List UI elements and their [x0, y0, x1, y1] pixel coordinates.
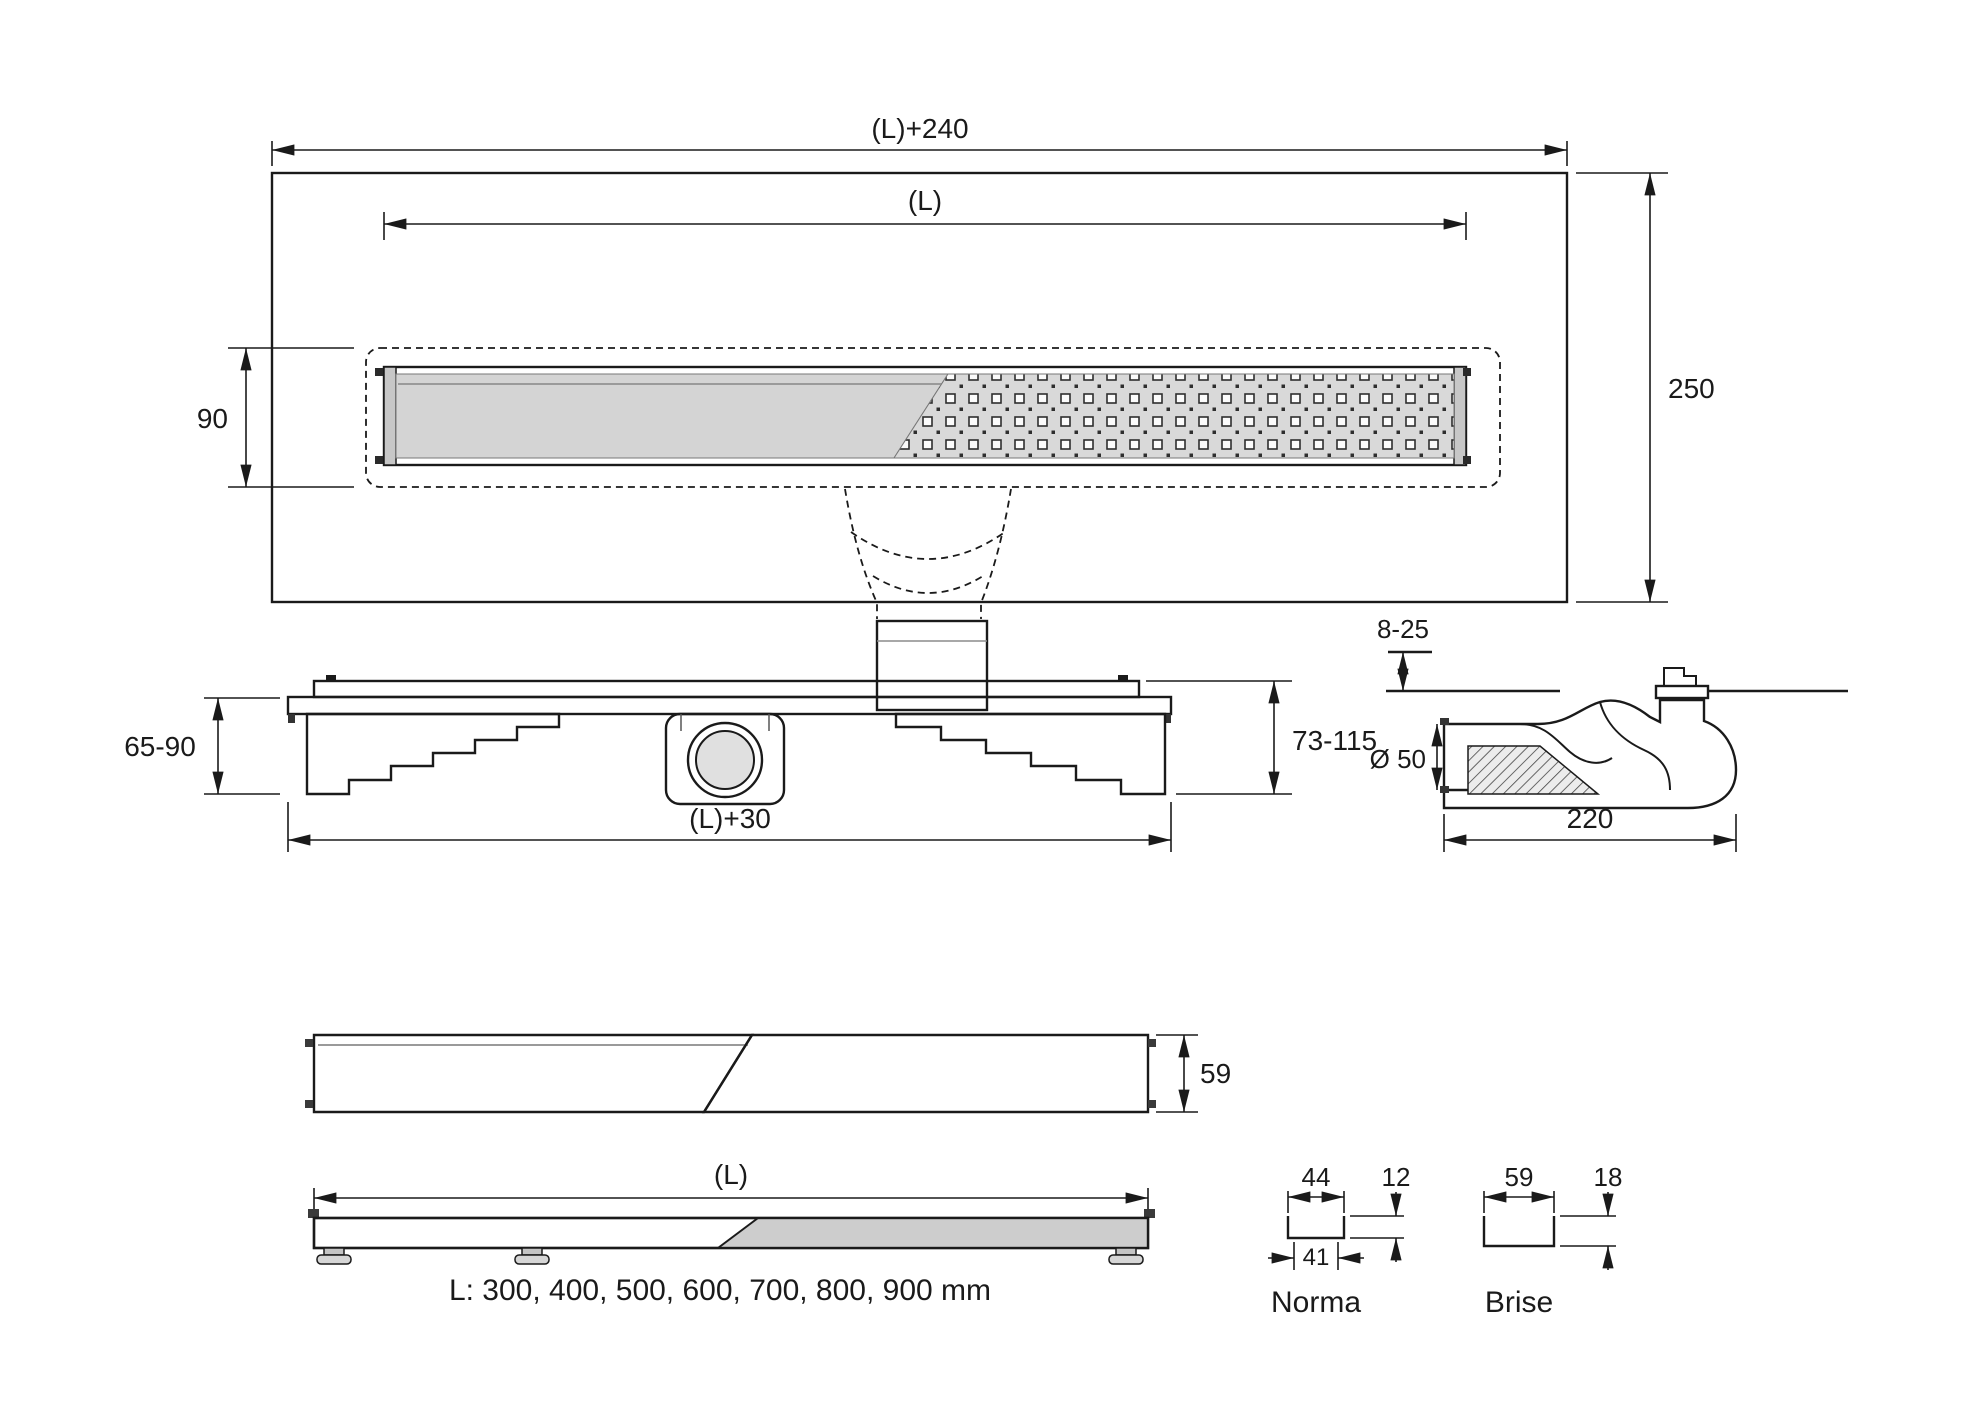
section-view: 8-25 Ø 50 220: [1370, 614, 1848, 852]
brise-width-label: 59: [1505, 1162, 1534, 1192]
drain-funnel: [844, 488, 1012, 712]
brise-height-label: 18: [1594, 1162, 1623, 1192]
grate-perforated-section: [893, 373, 1455, 459]
fixing-clip: [1463, 368, 1471, 376]
norma-name: Norma: [1271, 1286, 1361, 1319]
outlet-stub-hook: [1663, 667, 1697, 686]
dim-flange-length: (L)+30: [287, 802, 1172, 852]
adjustable-foot: [1108, 1247, 1144, 1265]
dim-grate-length-label: (L): [908, 185, 942, 216]
top-view: (L)+240 250 (L) 90: [197, 113, 1715, 712]
dim-grate-height-label: 59: [1200, 1058, 1231, 1089]
dim-install-height-label: 65-90: [124, 731, 196, 762]
available-lengths-note: L: 300, 400, 500, 600, 700, 800, 900 mm: [449, 1274, 991, 1307]
dim-install-height: 65-90: [124, 697, 280, 795]
dim-total-width: (L)+240: [271, 113, 1568, 166]
drain-channel: [375, 365, 1471, 467]
base-view: (L) L: 300, 400, 500, 600, 700, 800, 900…: [308, 1159, 1155, 1307]
dim-total-width-label: (L)+240: [871, 113, 968, 144]
dim-overall-height: 73-115: [1146, 680, 1377, 795]
norma-height-label: 12: [1382, 1162, 1411, 1192]
adjustable-foot: [514, 1247, 550, 1265]
cutout-outline: [365, 347, 1501, 488]
profile-brise: 59 18 Brise: [1482, 1162, 1623, 1319]
side-view: 65-90 73-115 (L)+30: [124, 675, 1377, 852]
flange-end-tab: [288, 714, 295, 723]
profile-norma: 44 12 41 Norma: [1268, 1162, 1410, 1319]
hatched-slope: [1467, 745, 1601, 795]
brise-profile-shape: [1482, 1216, 1556, 1248]
outlet-stub-flange: [1654, 684, 1710, 700]
dim-overall-height-label: 73-115: [1292, 725, 1377, 756]
dim-pipe-diameter: Ø 50: [1370, 724, 1443, 790]
shower-plate: [270, 171, 1569, 604]
brise-name: Brise: [1485, 1286, 1553, 1319]
drain-outlet: [875, 619, 989, 712]
channel-end-cap-right: [1453, 366, 1467, 466]
dim-channel-length: (L): [313, 1159, 1149, 1218]
norma-width-label: 44: [1302, 1162, 1331, 1192]
dim-grate-length: (L): [383, 185, 1467, 240]
dim-grate-height: 59: [1156, 1034, 1231, 1113]
fixing-clip: [1463, 456, 1471, 464]
grate-plain-section: [395, 373, 949, 459]
norma-inner-width-label: 41: [1303, 1244, 1330, 1271]
dim-trap-depth-label: 220: [1567, 803, 1614, 834]
dim-cutout-height: 90: [197, 347, 354, 488]
water-trap-body: [1440, 667, 1738, 810]
dim-pipe-diameter-label: Ø 50: [1370, 744, 1426, 774]
dim-tile-thickness: 8-25: [1377, 614, 1429, 691]
support-wedge-left: [305, 712, 561, 796]
outlet-circle-inner: [695, 730, 755, 790]
adjustable-foot: [316, 1247, 352, 1265]
channel-end-cap-left: [383, 366, 397, 466]
dim-channel-length-label: (L): [714, 1159, 748, 1190]
dim-trap-depth: 220: [1443, 803, 1737, 852]
dim-plate-height: 250: [1576, 172, 1715, 603]
outlet-circle-outer: [686, 721, 764, 799]
fixing-clip: [375, 368, 383, 376]
grate-perforated: [701, 1033, 1150, 1114]
drain-body-side: [664, 712, 786, 806]
dim-plate-height-label: 250: [1668, 373, 1715, 404]
dim-flange-length-label: (L)+30: [689, 803, 771, 834]
dim-cutout-height-label: 90: [197, 403, 228, 434]
support-wedge-right: [894, 712, 1167, 796]
grate-view: 59: [305, 1033, 1231, 1114]
flange-end-tab: [1164, 714, 1171, 723]
fixing-clip: [375, 456, 383, 464]
dim-tile-thickness-label: 8-25: [1377, 614, 1429, 644]
norma-profile-shape: [1286, 1216, 1346, 1240]
